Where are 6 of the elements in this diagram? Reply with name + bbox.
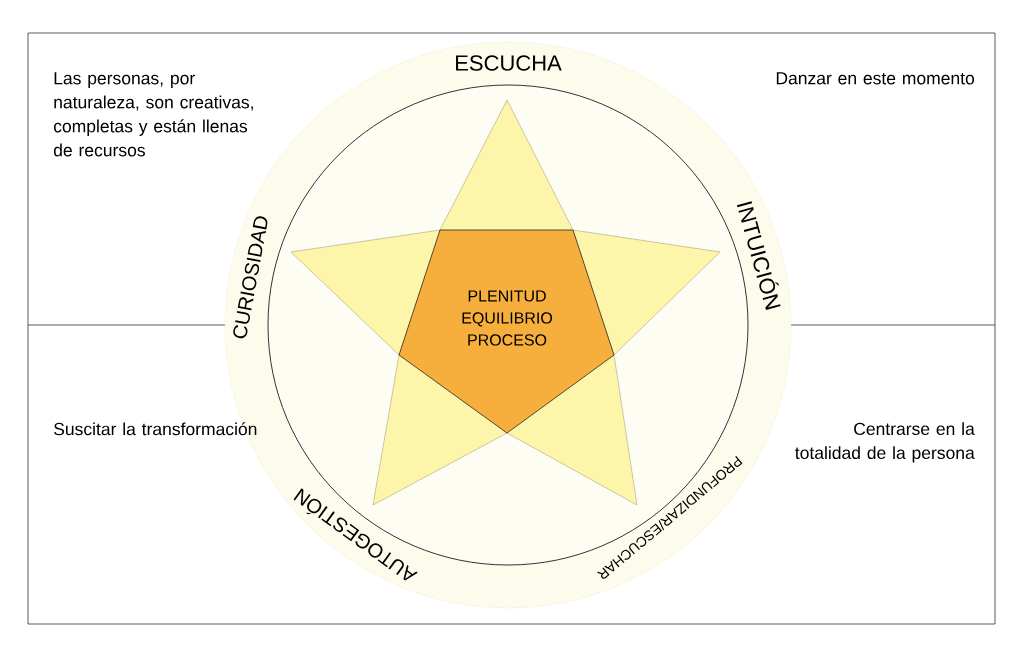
corner-note: Danzar en este momento [776, 72, 975, 85]
corner-note: Las personas, por naturaleza, son creativas, completas y están llenas de recursos [53, 72, 253, 157]
corner-note: Centrarse en la totalidad de la persona [795, 422, 975, 463]
ring-label: ESCUCHA [456, 55, 562, 71]
corner-note: Suscitar la transformación [54, 422, 257, 436]
center-pentagon: PLENITUD EQUILIBRIO PROCESO [398, 229, 615, 434]
